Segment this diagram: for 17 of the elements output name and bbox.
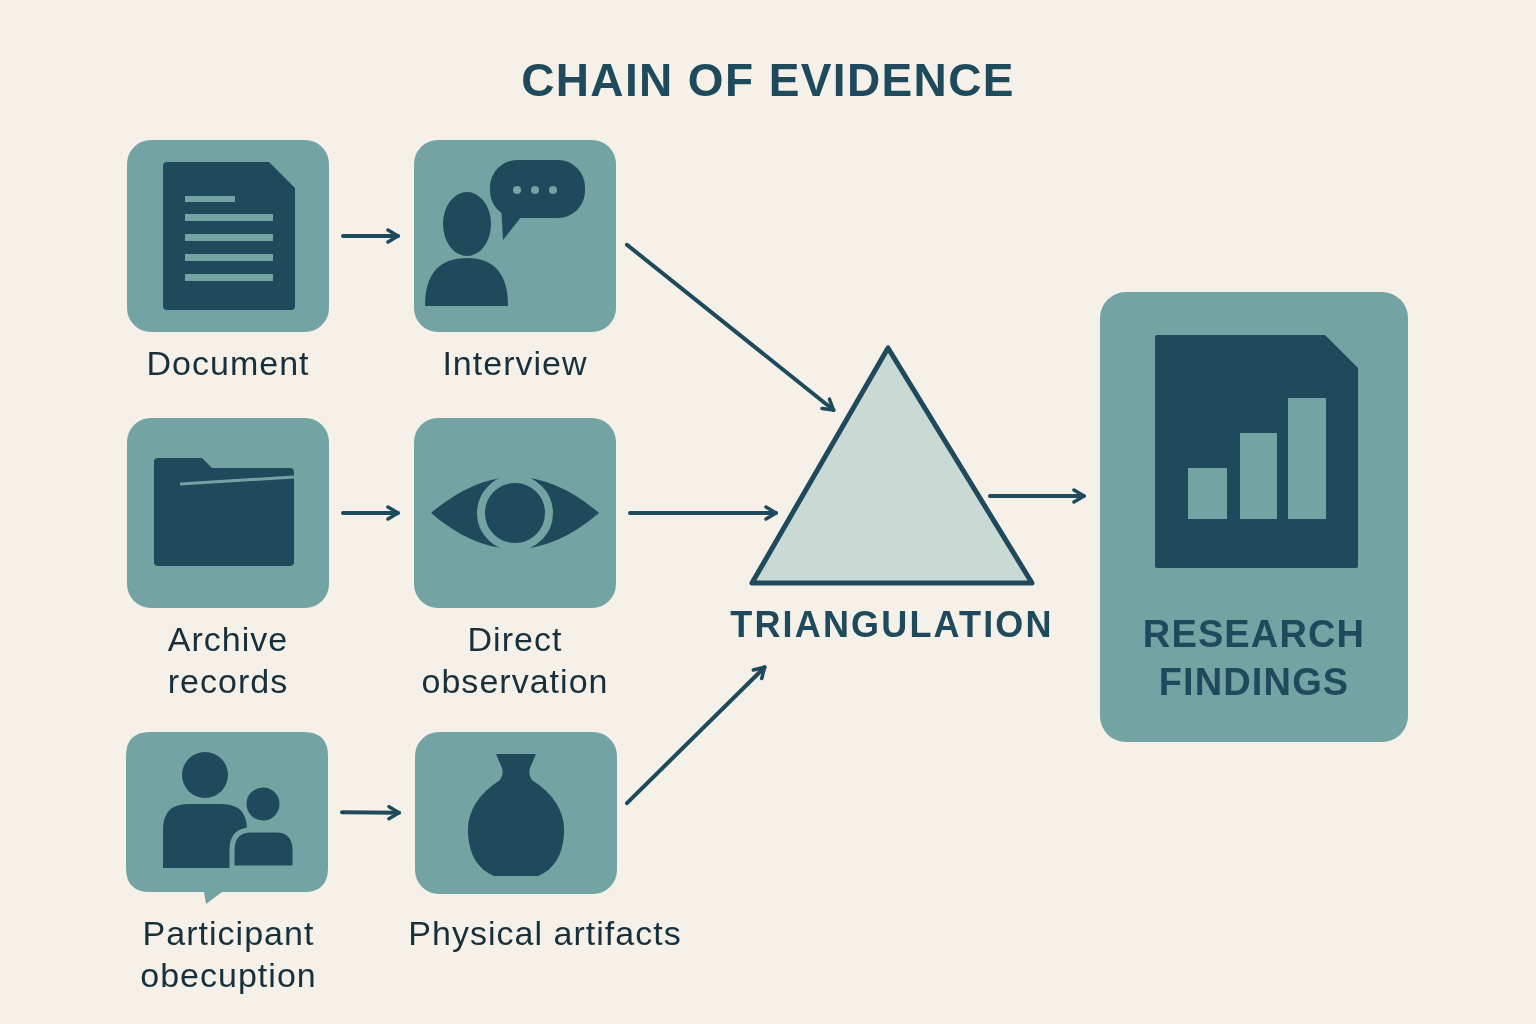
node-label: TRIANGULATION — [729, 603, 1055, 647]
diagram-title: CHAIN OF EVIDENCE — [521, 53, 1015, 108]
node-label: Document — [145, 343, 311, 384]
node-label: Physical artifacts — [407, 913, 683, 954]
arrow — [628, 505, 778, 521]
arrow — [988, 488, 1086, 504]
arrow — [341, 505, 400, 521]
arrow — [624, 242, 836, 412]
arrow — [624, 665, 767, 806]
node-label: Archive records — [166, 619, 290, 702]
node-label: RESEARCH FINDINGS — [1141, 612, 1367, 705]
node-label: Interview — [441, 343, 589, 384]
findings-card — [1100, 292, 1408, 742]
arrow — [340, 804, 401, 821]
node-label: Direct observation — [420, 619, 610, 702]
node-label: Participant obecuption — [139, 913, 318, 996]
arrow — [341, 228, 400, 244]
